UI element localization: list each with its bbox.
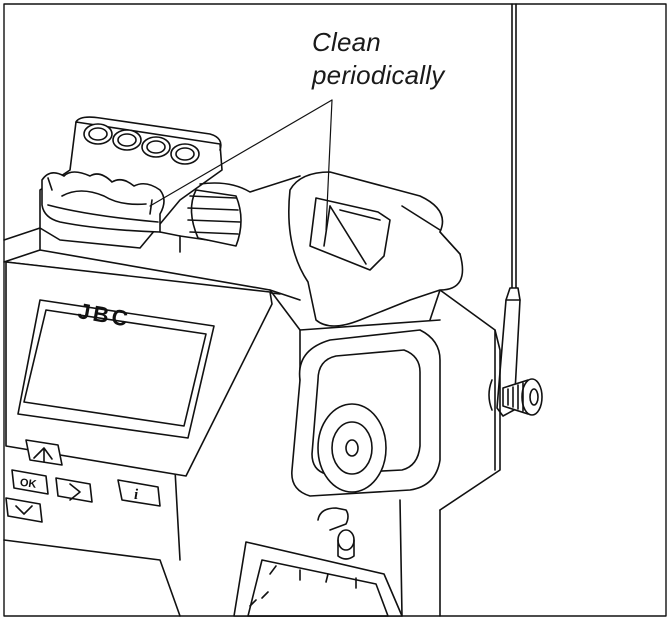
keypad: OK i <box>5 439 161 523</box>
leader-to-holder <box>325 99 333 231</box>
roller-cylinder <box>187 175 301 247</box>
peg-connector <box>317 507 355 560</box>
tip-holes <box>83 123 200 165</box>
arrow-down-icon <box>15 505 33 515</box>
callout-line-1: Clean <box>312 27 381 57</box>
leader-to-sponge <box>149 99 333 207</box>
info-label: i <box>134 487 139 503</box>
arrow-right-icon <box>69 483 81 501</box>
arrow-up-icon <box>33 447 53 463</box>
ok-button[interactable]: OK <box>11 469 49 495</box>
right-button[interactable] <box>55 477 93 503</box>
callout-line-2: periodically <box>312 60 445 90</box>
up-button[interactable] <box>25 439 63 466</box>
down-button[interactable] <box>5 497 43 523</box>
info-button[interactable]: i <box>117 479 161 507</box>
ok-label: OK <box>19 477 37 491</box>
display-bezel <box>17 299 215 439</box>
bottom-tray <box>233 541 403 617</box>
side-knob <box>488 378 543 416</box>
callout-text: Clean periodically <box>312 26 444 92</box>
control-panel: JBC <box>5 261 273 477</box>
lcd-screen <box>23 309 207 427</box>
connector-panel <box>291 329 441 560</box>
brass-wool-holder <box>288 171 464 327</box>
callout-leaders <box>149 99 333 231</box>
tip-cleaner-tray <box>39 116 223 249</box>
round-connector <box>317 403 387 493</box>
